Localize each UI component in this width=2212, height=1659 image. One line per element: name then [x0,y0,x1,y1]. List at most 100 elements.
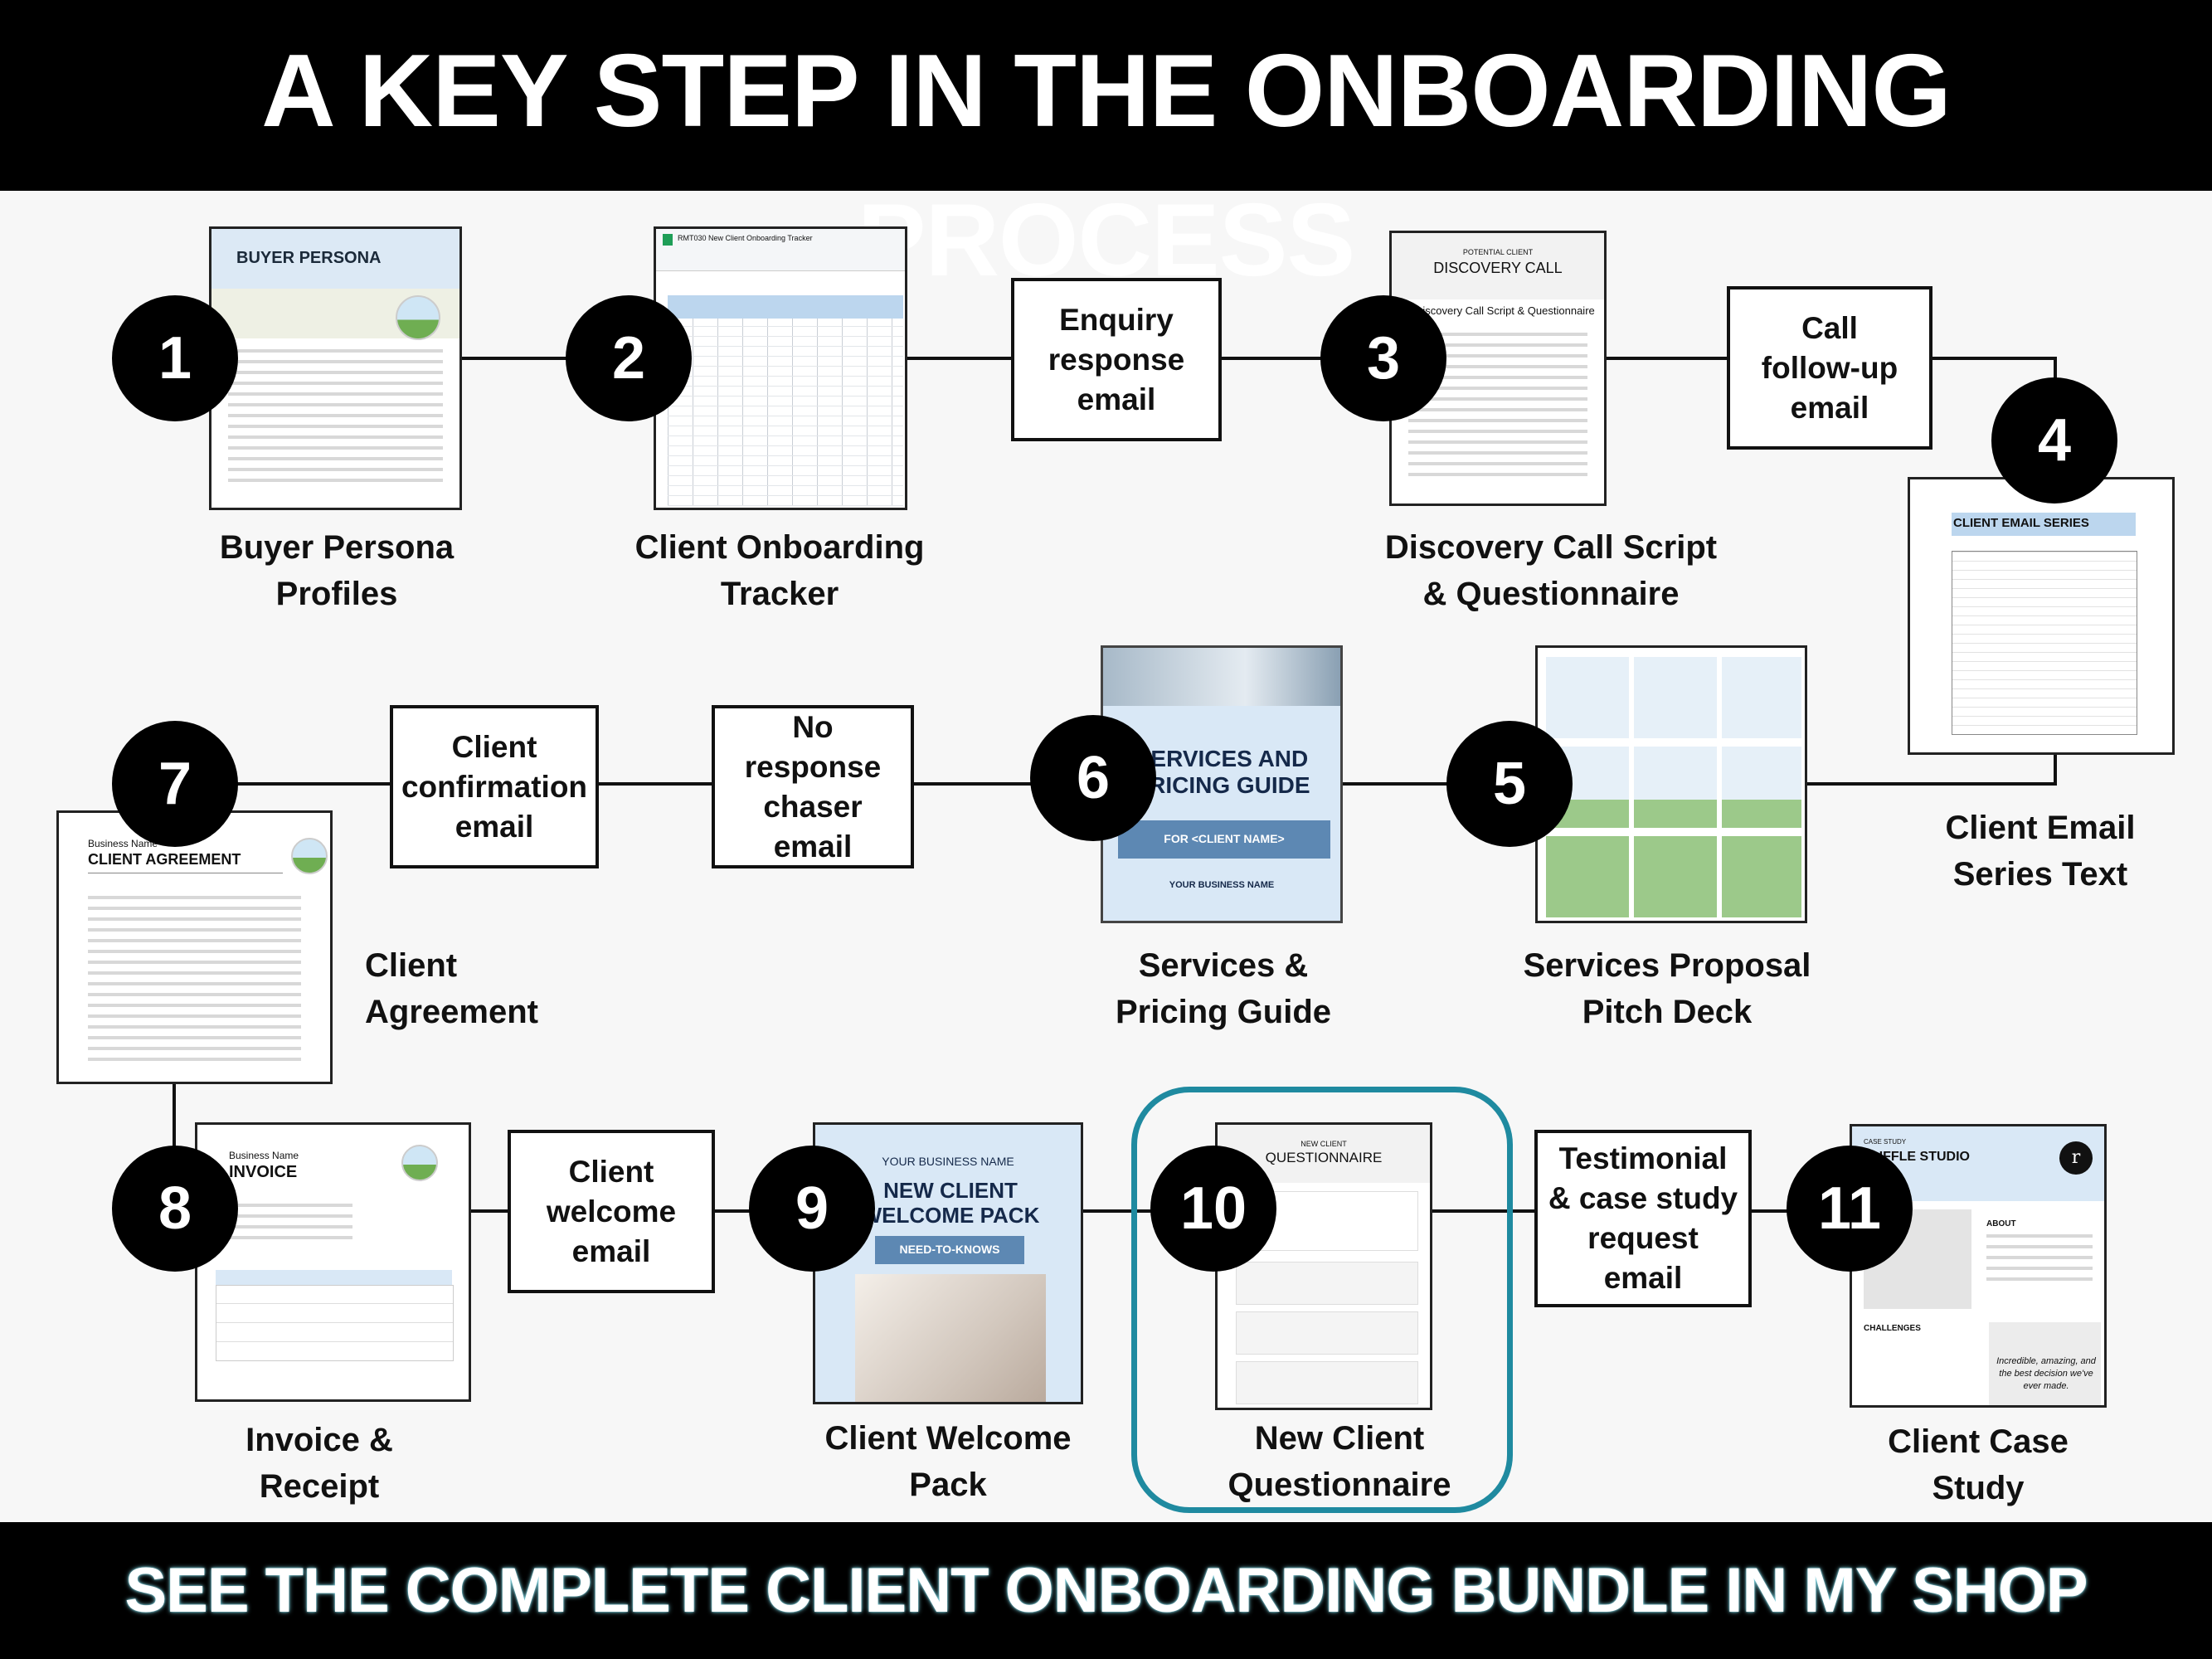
tracker-heading: RMT030 New Client Onboarding Tracker [678,234,813,242]
step-6-label: Services & Pricing Guide [1057,942,1389,1035]
case-study-about: ABOUT [1986,1219,2016,1228]
agreement-business: Business Name [88,838,158,849]
invoice-business: Business Name [229,1150,299,1161]
step-5-number: 5 [1446,721,1573,847]
step-1-label-line-1: Buyer Persona [219,529,455,566]
step-5-label-line-1: Services Proposal [1523,947,1811,984]
step-7-label-line-2: Agreement [365,994,538,1030]
welcome-email-line-3: email [571,1233,651,1268]
case-study-quote: Incredible, amazing, and the best decisi… [1996,1356,2096,1391]
followup-line-3: email [1790,390,1869,425]
testimonial-line-1: Testimonial [1558,1141,1728,1175]
step-5-label-line-2: Pitch Deck [1582,994,1753,1030]
confirmation-line-2: confirmation [401,769,588,804]
testimonial-line-4: email [1603,1261,1683,1295]
step-4-label-line-2: Series Text [1952,856,2128,893]
step-7-label-line-1: Client [365,947,458,984]
buyer-persona-heading: BUYER PERSONA [236,249,382,267]
buyer-persona-thumbnail: BUYER PERSONA [209,226,462,510]
step-6-number: 6 [1030,715,1156,841]
confirmation-line-3: email [455,809,534,844]
featured-step-highlight [1131,1087,1513,1513]
header-bar [0,0,2212,191]
discovery-heading: DISCOVERY CALL [1433,260,1563,276]
step-9-label-line-1: Client Welcome [824,1420,1072,1457]
footer-bar [0,1522,2212,1659]
step-1-number: 1 [112,295,238,421]
pricing-guide-heading: SERVICES AND PRICING GUIDE [1133,746,1310,798]
landscape-icon [401,1145,438,1181]
landscape-icon [291,838,328,874]
case-study-kicker: CASE STUDY [1864,1138,1907,1146]
client-agreement-thumbnail: Business Name CLIENT AGREEMENT [56,810,333,1084]
step-4-number: 4 [1991,377,2117,504]
pitch-deck-thumbnail [1535,645,1807,923]
enquiry-email-box: Enquiry response email [1011,278,1222,441]
confirmation-line-1: Client [451,729,537,764]
followup-line-1: Call [1801,310,1858,345]
step-8-label-line-2: Receipt [259,1468,380,1505]
followup-email-box: Call follow-up email [1727,286,1932,450]
step-6-label-line-2: Pricing Guide [1115,994,1332,1030]
testimonial-line-3: request [1587,1221,1699,1255]
step-3-label: Discovery Call Script & Questionnaire [1327,524,1775,617]
step-11-label-line-1: Client Case [1888,1423,2069,1460]
case-study-challenges: CHALLENGES [1864,1324,1921,1333]
noresponse-line-3: email [773,829,853,864]
discovery-kicker: POTENTIAL CLIENT [1462,248,1534,256]
questionnaire-kicker: NEW CLIENT [1300,1140,1347,1148]
step-1-label-line-2: Profiles [275,576,398,612]
invoice-thumbnail: Business Name INVOICE [195,1122,471,1402]
discovery-call-thumbnail: POTENTIAL CLIENT DISCOVERY CALL Discover… [1389,231,1607,506]
step-3-label-line-1: Discovery Call Script [1384,529,1718,566]
step-3-label-line-2: & Questionnaire [1422,576,1680,612]
logo-icon: r [2059,1141,2093,1175]
step-9-label-line-2: Pack [909,1467,987,1503]
welcome-tag: NEED-TO-KNOWS [899,1243,1000,1256]
pricing-guide-client: FOR <CLIENT NAME> [1164,832,1285,845]
enquiry-line-3: email [1077,382,1156,416]
onboarding-tracker-thumbnail: RMT030 New Client Onboarding Tracker [654,226,907,510]
step-7-number: 7 [112,721,238,847]
step-10-label-line-2: Questionnaire [1228,1467,1451,1503]
step-10-label-line-1: New Client [1254,1420,1425,1457]
email-series-heading: CLIENT EMAIL SERIES [1953,516,2089,530]
noresponse-line-2: chaser [763,789,863,824]
welcome-heading: NEW CLIENT WELCOME PACK [861,1178,1040,1228]
step-11-number: 11 [1787,1146,1913,1272]
followup-line-2: follow-up [1761,350,1898,385]
pricing-guide-business: YOUR BUSINESS NAME [1169,880,1275,890]
landscape-icon [396,295,440,340]
enquiry-line-2: response [1048,342,1185,377]
welcome-email-line-1: Client [568,1154,654,1189]
invoice-heading: INVOICE [229,1163,298,1181]
step-2-number: 2 [566,295,692,421]
questionnaire-thumbnail: NEW CLIENT QUESTIONNAIRE [1215,1122,1432,1410]
step-2-label-line-2: Tracker [720,576,839,612]
agreement-heading: CLIENT AGREEMENT [88,851,241,868]
laptop-photo [855,1274,1046,1402]
step-9-number: 9 [749,1146,875,1272]
step-6-label-line-1: Services & [1138,947,1309,984]
step-11-label-line-2: Study [1932,1470,2025,1506]
enquiry-line-1: Enquiry [1059,302,1174,337]
step-2-label-line-1: Client Onboarding [634,529,925,566]
noresponse-line-1: No response [744,709,882,784]
step-4-label-line-1: Client Email [1945,810,2136,846]
sheets-icon [663,234,673,246]
welcome-business: YOUR BUSINESS NAME [882,1155,1014,1168]
step-10-number: 10 [1150,1146,1276,1272]
questionnaire-heading: QUESTIONNAIRE [1265,1150,1383,1165]
step-8-label-line-1: Invoice & [246,1422,393,1458]
page-title: A KEY STEP IN THE ONBOARDING PROCESS [261,34,1952,298]
noresponse-email-box: No response chaser email [712,705,914,868]
